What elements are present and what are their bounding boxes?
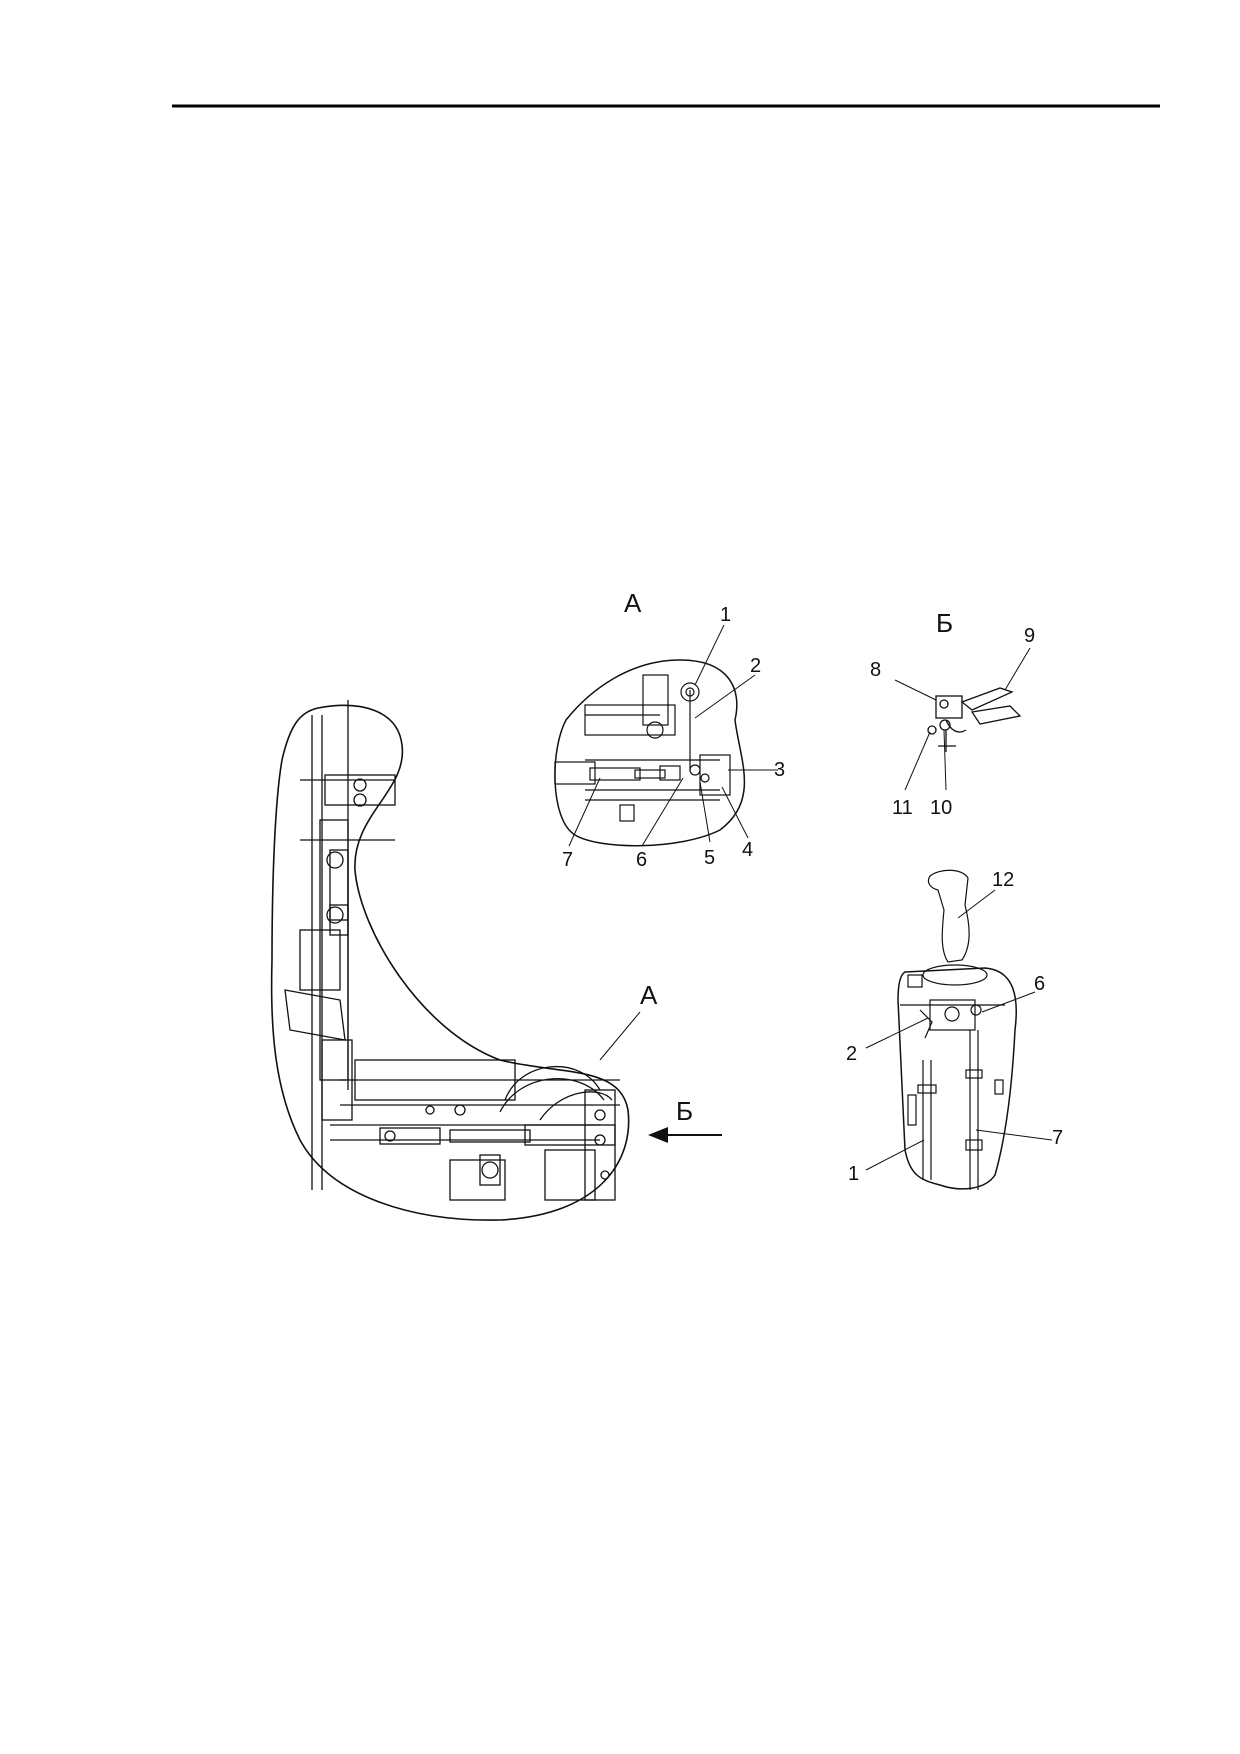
view-a-callout-5: 5 xyxy=(704,847,715,869)
view-b-detail xyxy=(927,687,1022,752)
view-a-detail xyxy=(554,659,746,847)
view-a-callout-1: 1 xyxy=(720,604,731,626)
lever-leaders xyxy=(865,889,1053,1171)
view-b-title: Б xyxy=(936,608,953,638)
view-a-callout-4: 4 xyxy=(742,839,753,861)
view-a-callout-6: 6 xyxy=(636,849,647,871)
lever-callout-12: 12 xyxy=(992,869,1014,891)
view-a-callout-3: 3 xyxy=(774,759,785,781)
view-b-callout-8: 8 xyxy=(870,659,881,681)
view-b-callout-11: 11 xyxy=(892,797,913,819)
view-a-callout-2: 2 xyxy=(750,655,761,677)
main-assembly-view xyxy=(270,700,630,1221)
lever-callout-6: 6 xyxy=(1034,973,1045,995)
view-b-callout-9: 9 xyxy=(1024,625,1035,647)
lever-callout-2: 2 xyxy=(846,1043,857,1065)
view-b-leaders xyxy=(894,647,1031,791)
view-a-callout-7: 7 xyxy=(562,849,573,871)
view-b-callout-10: 10 xyxy=(930,797,952,819)
main-callout-a: А xyxy=(640,980,658,1010)
view-b-arrow-label: Б xyxy=(676,1096,693,1126)
view-a-leaders xyxy=(568,624,778,847)
view-a-title: А xyxy=(624,588,642,618)
lever-callout-7: 7 xyxy=(1052,1127,1063,1149)
lever-callout-1: 1 xyxy=(848,1163,859,1185)
lever-assembly-view xyxy=(897,869,1017,1190)
